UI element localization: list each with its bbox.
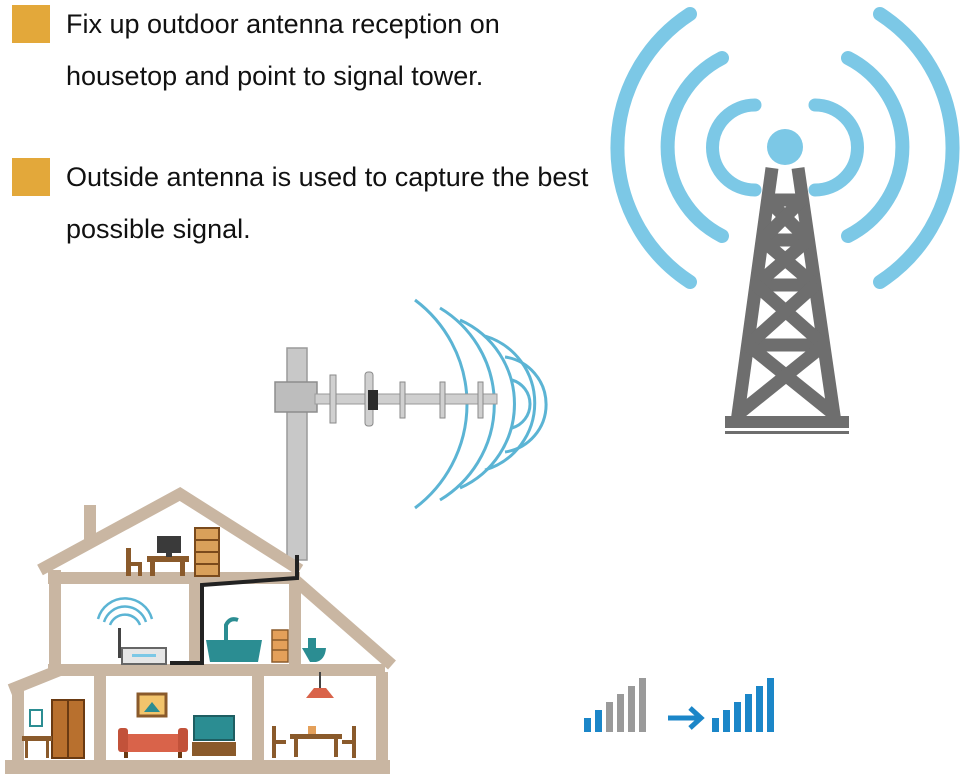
arrow-right-icon (668, 706, 705, 730)
antenna-mast (286, 347, 308, 561)
bullet-item-2: Outside antenna is used to capture the b… (12, 158, 606, 255)
signal-bar (628, 686, 635, 732)
signal-bar (639, 678, 646, 732)
bathroom (206, 617, 326, 663)
dining-room (272, 672, 356, 758)
signal-tower-icon (610, 7, 960, 434)
bullet-item-1: Fix up outdoor antenna reception on hous… (12, 5, 606, 102)
tower-frame (730, 167, 842, 423)
tower-ground (725, 431, 849, 434)
signal-bar (734, 702, 741, 732)
tower-waves (610, 7, 960, 289)
house-cutaway-icon (5, 487, 396, 774)
signal-bar (723, 710, 730, 732)
house-outline (7, 487, 396, 760)
living-room (118, 692, 236, 758)
signal-bar (584, 718, 591, 732)
antenna-clamp (274, 381, 318, 413)
signal-bar (767, 678, 774, 732)
signal-bar (617, 694, 624, 732)
antenna-feed (368, 390, 378, 410)
cable (170, 555, 299, 665)
yagi-antenna-icon (274, 298, 548, 561)
bullet-text-1: Fix up outdoor antenna reception on hous… (66, 9, 500, 91)
tower-beacon (767, 129, 803, 165)
signal-comparison (584, 678, 774, 732)
ground-left-room (22, 699, 85, 759)
bullet-square-icon (12, 5, 50, 43)
signal-bar (595, 710, 602, 732)
signal-booster-icon (96, 597, 167, 665)
antenna-boom (314, 393, 498, 405)
strong-signal-bars-icon (712, 678, 774, 732)
attic-furniture (126, 527, 220, 577)
bullet-text-2: Outside antenna is used to capture the b… (66, 162, 589, 244)
signal-bar (712, 718, 719, 732)
signal-bar (745, 694, 752, 732)
signal-bar (606, 702, 613, 732)
tower-base (725, 416, 849, 428)
weak-signal-bars-icon (584, 678, 646, 732)
bullet-square-icon (12, 158, 50, 196)
signal-bar (756, 686, 763, 732)
house-floor (5, 760, 390, 774)
